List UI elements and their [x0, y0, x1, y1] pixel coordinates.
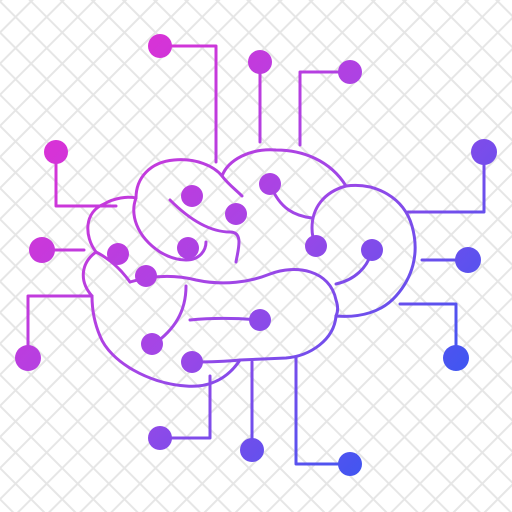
trace-left-top	[54, 150, 118, 208]
brain-fold-4	[220, 174, 244, 198]
trace-left-bottom	[26, 294, 94, 360]
node-dot	[15, 345, 41, 371]
trace-bottom-left	[158, 374, 212, 440]
trace-bottom-right	[294, 356, 352, 466]
brain-node-dot	[225, 203, 247, 225]
node-dot	[148, 426, 172, 450]
trace-right-top	[406, 150, 486, 214]
brain-node-dot	[107, 243, 129, 265]
brain-lower-lobe	[90, 294, 338, 388]
brain-node-dot	[141, 333, 163, 355]
trace-top-left	[158, 44, 218, 164]
node-dot	[338, 452, 362, 476]
brain-node-dot	[361, 239, 383, 261]
node-dot	[44, 140, 68, 164]
brain-left-lobe	[81, 148, 348, 298]
trace-top-right	[298, 70, 352, 147]
circuit-nodes	[15, 34, 497, 476]
node-dot	[338, 60, 362, 84]
trace-right-bottom	[398, 302, 458, 360]
brain-node-dot	[259, 173, 281, 195]
brain-node-dot	[135, 265, 157, 287]
brain-fold-2	[132, 196, 208, 262]
node-dot	[455, 247, 481, 273]
brain-node-dot	[181, 185, 203, 207]
node-dot	[29, 237, 55, 263]
brain-fold-3	[168, 198, 241, 264]
brain-node-dot	[305, 235, 327, 257]
brain-outline	[81, 148, 417, 388]
brain-node-dot	[181, 351, 203, 373]
node-dot	[240, 438, 264, 462]
brain-right-lobe	[334, 183, 417, 318]
circuit-traces	[26, 44, 486, 466]
node-dot	[443, 345, 469, 371]
brain-fold-5	[128, 268, 339, 318]
node-dot	[148, 34, 172, 58]
brain-node-dot	[249, 309, 271, 331]
node-dot	[248, 50, 272, 74]
node-dot	[471, 139, 497, 165]
brain-node-dot	[177, 237, 199, 259]
